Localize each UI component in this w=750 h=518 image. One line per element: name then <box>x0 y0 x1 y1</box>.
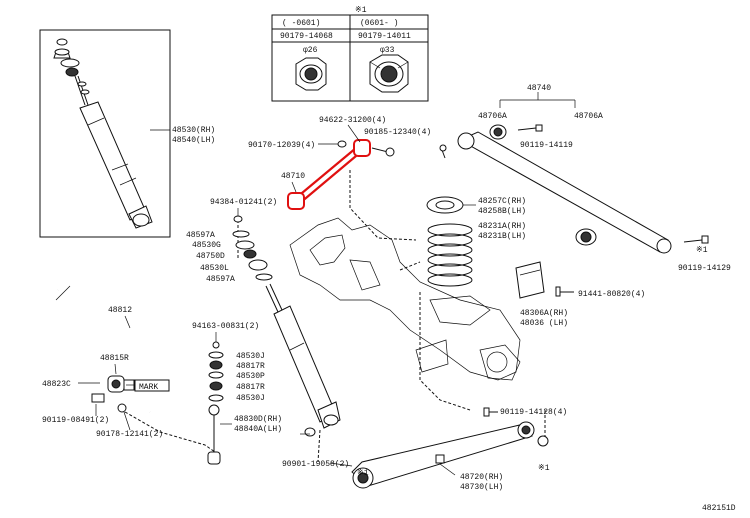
label-48706a-2: 48706A <box>574 112 603 121</box>
small-nut-icon <box>295 57 327 91</box>
label-48530g: 48530G <box>192 241 221 250</box>
label-48258b: 48258B(LH) <box>478 207 526 216</box>
coil-spring-48231 <box>427 223 473 287</box>
label-48815r: 48815R <box>100 354 129 363</box>
label-48530j-1: 48530J <box>236 352 265 361</box>
inset-part-left: 90179-14068 <box>280 32 333 41</box>
label-48530p: 48530P <box>236 372 265 381</box>
label-90119-14128: 90119-14128(4) <box>500 408 567 417</box>
label-48231b: 48231B(LH) <box>478 232 526 241</box>
mark1-right: ※1 <box>696 246 708 255</box>
lower-link-arm-48740 <box>457 124 672 254</box>
label-90901: 90901-19058(2) <box>282 460 349 469</box>
label-94163: 94163-00831(2) <box>192 322 259 331</box>
lower-control-arm-48720 <box>351 421 535 489</box>
mark-box <box>134 379 170 392</box>
inset-part-right: 90179-14011 <box>358 32 411 41</box>
shock-absorber-main <box>265 283 341 429</box>
label-90119-14119-a: 90119-14119 <box>520 141 573 150</box>
label-48257c: 48257C(RH) <box>478 197 526 206</box>
stabilizer-link-48830 <box>207 404 221 465</box>
label-90185: 90185-12340(4) <box>364 128 431 137</box>
label-90119-08491: 90119-08491(2) <box>42 416 109 425</box>
dashed-guide-lines <box>237 170 546 463</box>
label-48710: 48710 <box>281 172 305 181</box>
inset-dim-left: φ26 <box>303 46 318 55</box>
stabilizer-bar-48812 <box>45 285 187 418</box>
label-48530rh: 48530(RH) <box>172 126 215 135</box>
shock-absorber-detail <box>39 29 171 238</box>
label-48812: 48812 <box>108 306 132 315</box>
bump-stop-48306 <box>515 261 545 299</box>
label-48530j-2: 48530J <box>236 394 265 403</box>
label-mark: MARK <box>139 383 158 392</box>
label-48720: 48720(RH) <box>460 473 503 482</box>
upper-control-arm-48710 <box>287 139 371 210</box>
bushing-variant-inset: ※1 ( -0601) (0601- ) 90179-14068 90179-1… <box>271 6 429 102</box>
label-48740: 48740 <box>527 84 551 93</box>
label-91441: 91441-80820(4) <box>578 290 645 299</box>
inset-mark: ※1 <box>355 6 367 15</box>
large-nut-icon <box>369 54 409 93</box>
label-90178-12141: 90178-12141(2) <box>96 430 163 439</box>
label-48823c: 48823C <box>42 380 71 389</box>
label-48231a: 48231A(RH) <box>478 222 526 231</box>
label-48830d: 48830D(RH) <box>234 415 282 424</box>
inset-range-left: ( -0601) <box>282 19 320 28</box>
label-48597a-2: 48597A <box>206 275 235 284</box>
label-94622: 94622-31200(4) <box>319 116 386 125</box>
inset-range-right: (0601- ) <box>360 19 398 28</box>
label-48706a-1: 48706A <box>478 112 507 121</box>
stabilizer-bushing-48815r <box>107 375 135 393</box>
label-48817r-2: 48817R <box>236 383 265 392</box>
label-48730: 48730(LH) <box>460 483 503 492</box>
mark1-arm: ※1 <box>357 469 369 478</box>
label-48530l: 48530L <box>200 264 229 273</box>
label-48540lh: 48540(LH) <box>172 136 215 145</box>
label-48817r-1: 48817R <box>236 362 265 371</box>
diagram-id: 482151D <box>702 504 736 513</box>
label-48840a: 48840A(LH) <box>234 425 282 434</box>
axle-housing-outline <box>289 217 521 381</box>
label-48597a-1: 48597A <box>186 231 215 240</box>
label-48750d: 48750D <box>196 252 225 261</box>
label-90119-14129: 90119-14129 <box>678 264 731 273</box>
label-90170: 90170-12039(4) <box>248 141 315 150</box>
mark1-lower: ※1 <box>538 464 550 473</box>
label-48306a: 48306A(RH) <box>520 309 568 318</box>
label-48036: 48036 (LH) <box>520 319 568 328</box>
label-94384: 94384-01241(2) <box>210 198 277 207</box>
inset-dim-right: φ33 <box>380 46 395 55</box>
